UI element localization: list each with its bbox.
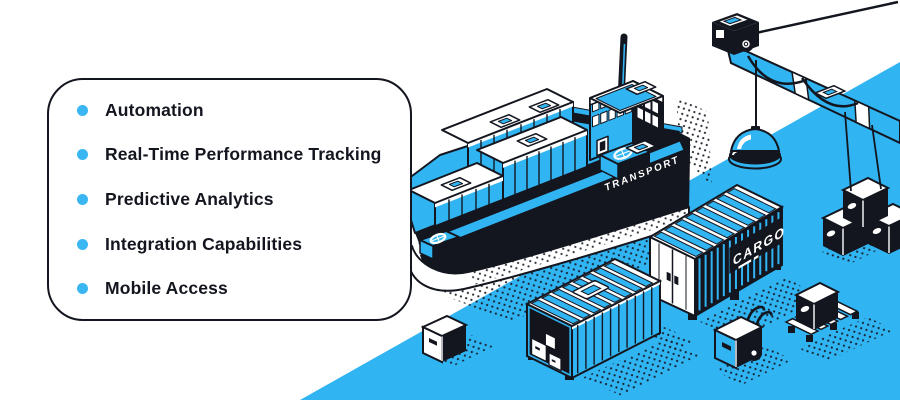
open-container	[527, 259, 660, 380]
feature-label: Real-Time Performance Tracking	[105, 144, 382, 165]
lifting-magnet	[729, 60, 781, 169]
feature-item: Predictive Analytics	[77, 188, 392, 209]
bullet-dot-icon	[77, 194, 88, 205]
feature-item: Automation	[77, 99, 392, 120]
crane-shadow-dots	[676, 96, 712, 186]
cargo-ship: TRANSPORT	[400, 37, 690, 291]
hand-truck	[715, 307, 772, 368]
ship-bridge	[590, 37, 663, 160]
feature-item: Integration Capabilities	[77, 233, 392, 254]
bullet-dot-icon	[77, 149, 88, 161]
feature-label: Predictive Analytics	[105, 188, 274, 209]
bullet-dot-icon	[77, 283, 88, 295]
feature-label: Mobile Access	[105, 278, 228, 299]
feature-item: Mobile Access	[77, 278, 392, 299]
feature-label: Automation	[105, 99, 204, 120]
box-stack	[823, 112, 900, 256]
feature-item: Real-Time Performance Tracking	[77, 144, 392, 165]
pallet	[786, 283, 859, 342]
pallet-box	[796, 283, 838, 330]
cargo-container: CARGO	[650, 185, 785, 320]
bullet-dot-icon	[77, 238, 88, 250]
bow-winch	[420, 231, 459, 259]
crane-pivot	[712, 13, 759, 55]
small-box	[423, 316, 466, 362]
features-list: Automation Real-Time Performance Trackin…	[49, 99, 410, 299]
harbor-crane	[712, 2, 900, 169]
features-card: Automation Real-Time Performance Trackin…	[47, 78, 412, 321]
feature-label: Integration Capabilities	[105, 233, 303, 254]
bullet-dot-icon	[77, 104, 88, 116]
crane-cable	[742, 2, 898, 36]
ship-hull	[420, 150, 690, 278]
